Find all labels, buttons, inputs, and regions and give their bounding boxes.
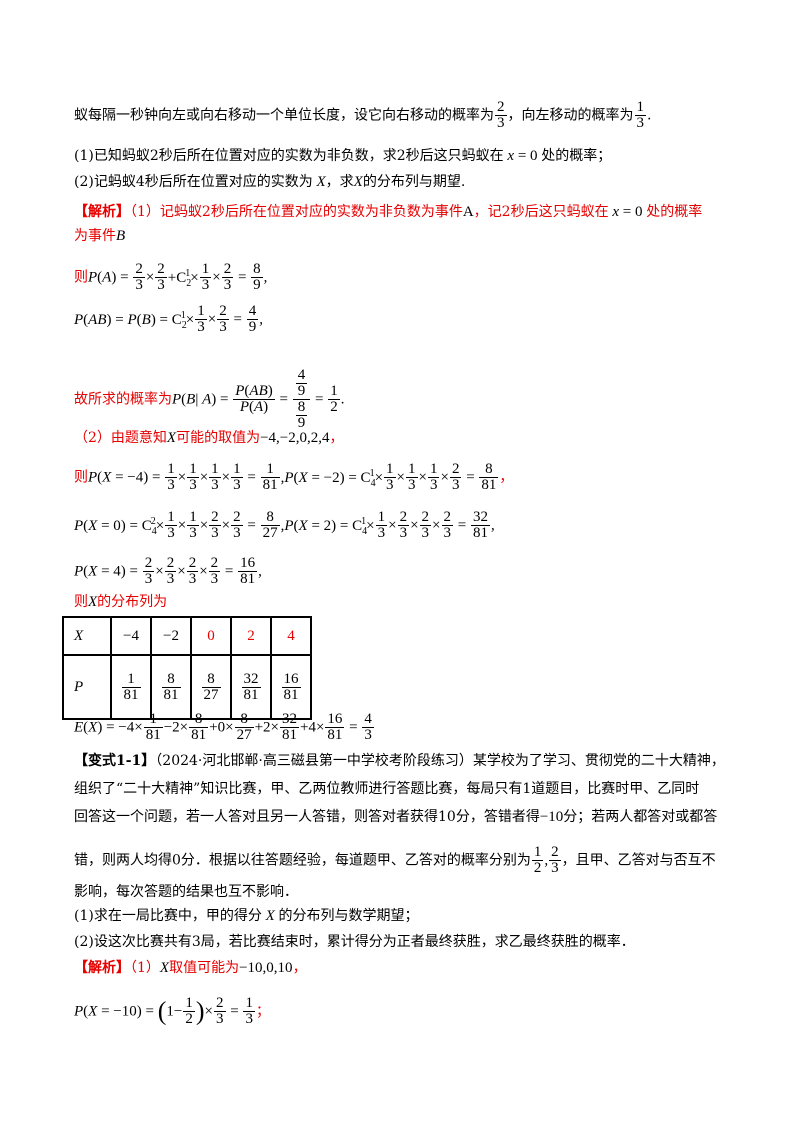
table-cell: −2 [150, 616, 192, 656]
variant-solution-a: （1） [130, 960, 160, 976]
solution-text-b: ，记2秒后这只蚂蚁在 [473, 204, 609, 220]
solution-text-d: 为事件 [74, 228, 116, 244]
variant-line-1: 【变式1-1】（2024·河北邯郸·高三磁县第一中学校考阶段练习）某学校为了学习… [74, 751, 725, 771]
variant-line-3: 回答这一个问题，若一人答对且另一人答错，则答对者获得10分，答错者得−10分；若… [74, 809, 718, 825]
question-2-tail: 的分布列与期望. [362, 174, 466, 190]
table-cell: 4 [270, 616, 312, 656]
solution-text: （1）记蚂蚁2秒后所在位置对应的实数为非负数为事件 [130, 204, 463, 220]
x-value: 2 [247, 627, 255, 644]
variant-line-5: 影响，每次答题的结果也互不影响． [74, 882, 298, 902]
x-value: −4 [123, 627, 139, 644]
variant-text-tail: ，且甲、乙答对与否互不 [561, 852, 716, 869]
variant-solution-tag: 【解析】 [74, 960, 130, 976]
variant-text: 影响，每次答题的结果也互不影响． [74, 884, 298, 900]
variant-source: （2024·河北邯郸·高三磁县第一中学校考阶段练习）某学校为了学习、贯彻党的二十… [155, 753, 725, 769]
table-header-x: X [62, 616, 112, 656]
question-2-mid: ，求 [325, 174, 354, 190]
solution-line-1: 【解析】（1）记蚂蚁2秒后所在位置对应的实数为非负数为事件A，记2秒后这只蚂蚁在… [74, 204, 703, 220]
intro-text-mid: ，向左移动的概率为 [507, 107, 634, 124]
variant-solution-b: 取值可能为 [169, 960, 240, 976]
x-value: 0 [207, 627, 215, 644]
then-label: 则 [74, 269, 88, 286]
dist-intro-text-b: 的分布列为 [97, 594, 168, 610]
dist-intro-text: 则 [74, 594, 88, 610]
values-list: −4,−2,0,2,4 [260, 430, 330, 446]
variant-question-2: (2)设这次比赛共有3局，若比赛结束时，累计得分为正者最终获胜，求乙最终获胜的概… [74, 932, 635, 952]
variant-text: 错，则两人均得0分．根据以往答题经验，每道题甲、乙答对的概率分别为 [74, 852, 531, 869]
variant-text: 组织了“二十大精神”知识比赛，甲、乙两位教师进行答题比赛，每局只有1道题目，比赛… [74, 781, 700, 797]
solution-text-c: 处的概率 [646, 204, 703, 220]
variant-values: −10,0,10 [239, 960, 293, 976]
table-cell: 0 [190, 616, 232, 656]
intro-text: 蚁每隔一秒钟向左或向右移动一个单位长度，设它向右移动的概率为 [74, 107, 494, 124]
x-label: X [74, 627, 84, 644]
question-2: (2)记蚂蚁4秒后所在位置对应的实数为 X，求X的分布列与期望. [74, 174, 466, 190]
solution-tag: 【解析】 [74, 204, 130, 220]
p-label: P [74, 678, 84, 695]
variant-tag: 【变式1-1】 [74, 753, 156, 769]
table-cell: −4 [110, 616, 152, 656]
then-label-2: 则 [74, 469, 88, 486]
x-value: 4 [287, 627, 295, 644]
part2-intro: （2）由题意知X可能的取值为−4,−2,0,2,4， [74, 430, 344, 446]
conclude-label: 故所求的概率为 [74, 391, 172, 408]
table-cell: 2 [230, 616, 272, 656]
part2-text-b: 可能的取值为 [176, 430, 261, 446]
variant-q1-text: (1)求在一局比赛中，甲的得分 [74, 908, 262, 924]
variant-text: 回答这一个问题，若一人答对且另一人答错，则答对者获得10分，答错者得 [74, 809, 540, 825]
x-value: −2 [163, 627, 179, 644]
variant-text-tail: 分；若两人都答对或都答 [563, 809, 718, 825]
table-header-p: P [62, 654, 112, 720]
part2-text: （2）由题意知 [74, 430, 167, 446]
variant-line-2: 组织了“二十大精神”知识比赛，甲、乙两位教师进行答题比赛，每局只有1道题目，比赛… [74, 779, 699, 799]
question-2-text: (2)记蚂蚁4秒后所在位置对应的实数为 [74, 174, 313, 190]
variant-q1-tail: 的分布列与数学期望； [278, 908, 419, 924]
question-1: (1)已知蚂蚁2秒后所在位置对应的实数为非负数，求2秒后这只蚂蚁在 x = 0 … [74, 148, 612, 164]
table-row-x: X −4 −2 0 2 4 [62, 616, 312, 656]
variant-question-1: (1)求在一局比赛中，甲的得分 X 的分布列与数学期望； [74, 908, 419, 924]
question-1-tail: 处的概率； [541, 148, 612, 164]
solution-line-2: 为事件B [74, 228, 126, 244]
variant-solution-line: 【解析】（1）X取值可能为−10,0,10， [74, 960, 307, 976]
question-1-text: (1)已知蚂蚁2秒后所在位置对应的实数为非负数，求2秒后这只蚂蚁在 [74, 148, 504, 164]
dist-intro: 则X的分布列为 [74, 594, 168, 610]
variant-q2-text: (2)设这次比赛共有3局，若比赛结束时，累计得分为正者最终获胜，求乙最终获胜的概… [74, 934, 635, 950]
